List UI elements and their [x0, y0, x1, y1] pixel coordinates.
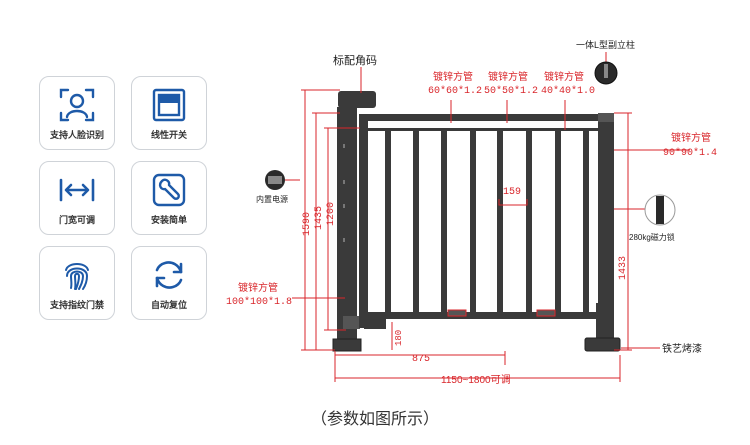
dimension-lines — [285, 52, 690, 382]
feature-card-reset: 自动复位 — [131, 246, 207, 320]
right-post-base — [584, 337, 621, 352]
tube-top-2-name: 镀锌方管 — [488, 70, 528, 83]
lock-label: 280kg磁力锁 — [629, 232, 675, 242]
right-post-lower — [596, 303, 614, 338]
feature-card-fingerprint: 支持指纹门禁 — [39, 246, 115, 320]
caption: （参数如图所示） — [310, 409, 439, 428]
latch-plate — [343, 316, 360, 329]
left-main-post — [337, 107, 357, 339]
tube-top-3-name: 镀锌方管 — [544, 70, 584, 83]
tube-left-name: 镀锌方管 — [238, 281, 278, 294]
width-adjust-icon — [59, 178, 95, 202]
dim-1435: 1435 — [314, 206, 325, 230]
linear-switch-icon — [152, 88, 186, 122]
paint-label: 铁艺烤漆 — [662, 342, 702, 355]
aux-post-label: 一体L型副立柱 — [576, 39, 635, 50]
install-wrench-icon — [152, 173, 186, 207]
dim-1200: 1200 — [326, 202, 337, 226]
tube-left-spec: 100*100*1.8 — [226, 296, 292, 308]
right-post — [598, 113, 614, 338]
feature-card-switch: 线性开关 — [131, 76, 207, 150]
face-recognition-icon — [59, 88, 95, 122]
auto-reset-icon — [155, 261, 183, 289]
tube-top-3-spec: 40*40*1.0 — [541, 85, 595, 97]
fingerprint-icon — [65, 263, 89, 290]
feature-label: 自动复位 — [150, 301, 187, 311]
feature-label: 支持指纹门禁 — [49, 301, 104, 311]
gate-leaf — [359, 114, 602, 329]
feature-label: 安装简单 — [150, 216, 187, 226]
dim-180: 180 — [394, 330, 404, 346]
left-post-base — [332, 338, 362, 352]
power-label: 内置电源 — [256, 194, 288, 204]
right-post-cap — [598, 113, 614, 122]
feature-label: 支持人脸识别 — [49, 131, 104, 141]
auxiliary-post-icon — [594, 61, 618, 85]
dim-width: 1150~1800可调 — [441, 374, 511, 386]
dim-1590: 1590 — [302, 212, 313, 236]
feature-label: 门宽可调 — [58, 216, 95, 226]
tube-top-1-name: 镀锌方管 — [433, 70, 473, 83]
feature-card-width: 门宽可调 — [39, 161, 115, 235]
tube-top-2-spec: 50*50*1.2 — [484, 85, 538, 97]
post-mounting-holes — [343, 144, 345, 242]
feature-label: 线性开关 — [150, 131, 187, 141]
feature-card-face: 支持人脸识别 — [39, 76, 115, 150]
magnetic-lock-icon — [644, 194, 676, 226]
dim-875: 875 — [412, 354, 430, 365]
power-supply-icon — [265, 170, 285, 190]
feature-card-install: 安装简单 — [131, 161, 207, 235]
tube-top-1-spec: 60*60*1.2 — [428, 85, 482, 97]
dim-1433: 1433 — [618, 256, 629, 280]
corner-code-label: 标配角码 — [333, 53, 377, 67]
tube-right-spec: 90*90*1.4 — [663, 147, 717, 159]
dim-159: 159 — [503, 187, 521, 198]
left-post-cap — [338, 91, 376, 108]
tube-right-name: 镀锌方管 — [671, 131, 711, 144]
